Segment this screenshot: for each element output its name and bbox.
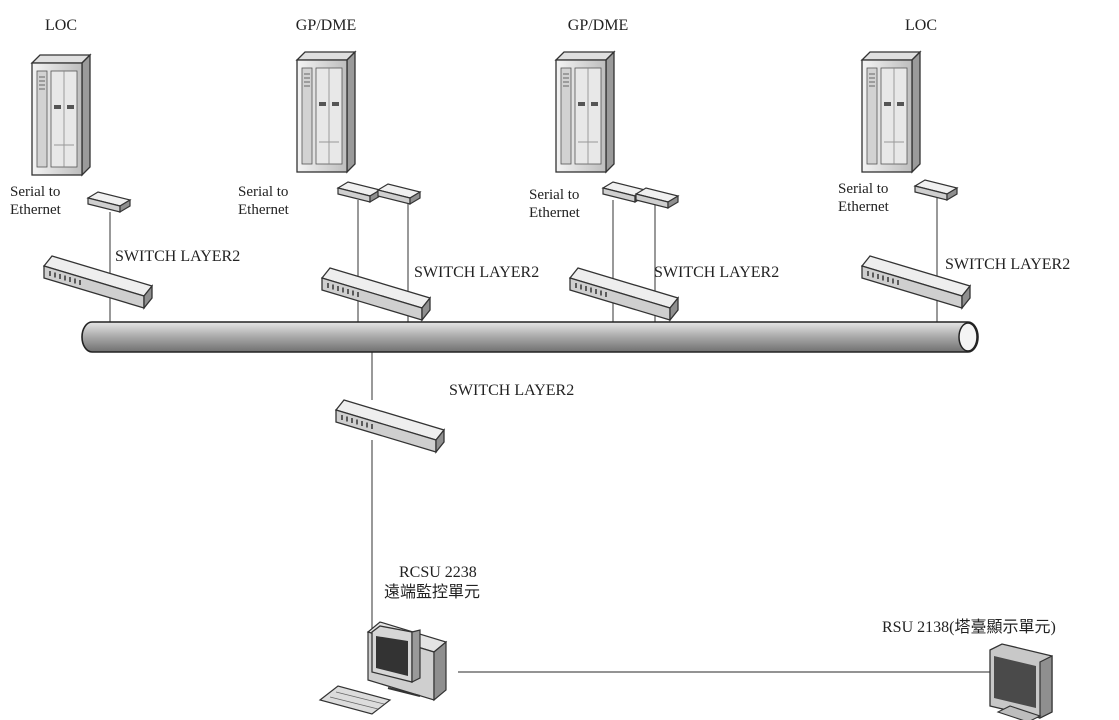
- switch-central: [336, 400, 444, 452]
- converter-label-3: Serial to Ethernet: [529, 186, 580, 222]
- backbone-bus: [82, 322, 978, 352]
- converter-label-4: Serial to Ethernet: [838, 180, 889, 216]
- rcsu-sublabel: 遠端監控單元: [384, 584, 480, 601]
- converter-label-2: Serial to Ethernet: [238, 183, 289, 219]
- server-loc-2: [862, 52, 920, 172]
- converter-4: [915, 180, 957, 200]
- rcsu-computer-icon: [320, 622, 446, 714]
- converter-label-1: Serial to Ethernet: [10, 183, 61, 219]
- rsu-label: RSU 2138(塔臺顯示單元): [882, 619, 1056, 636]
- station-label-gpdme-2: GP/DME: [568, 17, 628, 34]
- switch-label-1: SWITCH LAYER2: [115, 248, 240, 265]
- station-label-gpdme-1: GP/DME: [296, 17, 356, 34]
- converter-1: [88, 192, 130, 212]
- server-gpdme-1: [297, 52, 355, 172]
- station-label-loc-1: LOC: [45, 17, 77, 34]
- switch-label-4: SWITCH LAYER2: [945, 256, 1070, 273]
- switch-label-3: SWITCH LAYER2: [654, 264, 779, 281]
- connection-lines: [110, 198, 990, 672]
- server-gpdme-2: [556, 52, 614, 172]
- switch-label-2: SWITCH LAYER2: [414, 264, 539, 281]
- switch-label-central: SWITCH LAYER2: [449, 382, 574, 399]
- rsu-monitor-icon: [990, 644, 1052, 720]
- rcsu-label: RCSU 2238: [399, 564, 477, 581]
- converter-2a: [338, 182, 380, 202]
- converter-3b: [636, 188, 678, 208]
- station-label-loc-2: LOC: [905, 17, 937, 34]
- converter-2b: [378, 184, 420, 204]
- server-loc-1: [32, 55, 90, 175]
